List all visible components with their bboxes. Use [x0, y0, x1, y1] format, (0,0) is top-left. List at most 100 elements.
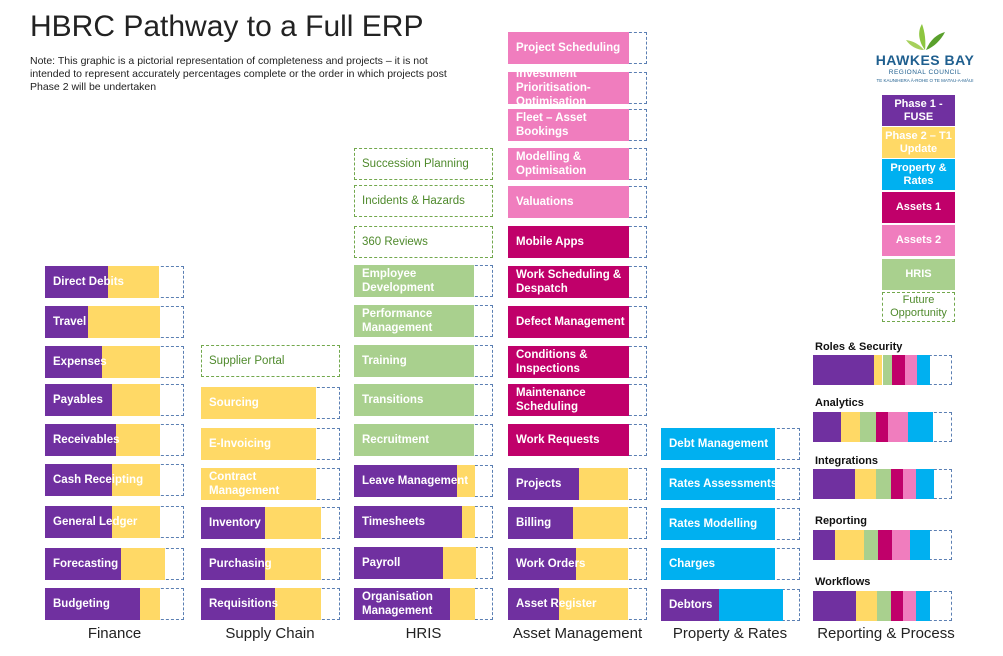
hris-fill — [354, 384, 474, 416]
item-billing: Billing — [508, 507, 647, 539]
reporting-bar-roles-security — [813, 355, 952, 385]
p2-segment — [835, 530, 865, 560]
a1-segment — [890, 469, 904, 499]
phase1-fill — [45, 464, 112, 496]
hr-segment — [860, 412, 876, 442]
reporting-bar-integrations — [813, 469, 952, 499]
item-label: Valuations — [516, 196, 574, 208]
phase1-fill — [508, 588, 560, 620]
item-projects: Projects — [508, 468, 647, 500]
item-label: Expenses — [53, 356, 107, 368]
item-work-scheduling-despatch: Work Scheduling & Despatch — [508, 266, 647, 298]
phase2-fill — [456, 465, 475, 497]
property-fill — [661, 548, 775, 580]
p1-segment — [813, 591, 857, 621]
item-label: Requisitions — [209, 598, 279, 610]
phase2-fill — [576, 548, 628, 580]
item-mobile-apps: Mobile Apps — [508, 226, 647, 258]
phase2-fill — [101, 346, 161, 378]
item-payables: Payables — [45, 384, 184, 416]
phase2-fill — [462, 506, 475, 538]
hris-fill — [354, 424, 474, 456]
p2-segment — [874, 355, 883, 385]
column-label-reporting-process: Reporting & Process — [817, 625, 955, 642]
reporting-title-workflows: Workflows — [815, 576, 871, 588]
item-label: Investment Prioritisation-Optimisation — [516, 68, 591, 108]
item-label: Asset Register — [516, 598, 597, 610]
item-rates-modelling: Rates Modelling — [661, 508, 800, 540]
a2-segment — [903, 469, 916, 499]
item-label: Forecasting — [53, 558, 119, 570]
item-project-scheduling: Project Scheduling — [508, 32, 647, 64]
item-work-orders: Work Orders — [508, 548, 647, 580]
item-outline — [354, 148, 493, 180]
phase2-fill — [201, 468, 317, 500]
phase1-fill — [201, 588, 275, 620]
pr-segment — [915, 469, 934, 499]
item-inventory: Inventory — [201, 507, 340, 539]
assets1-fill — [508, 226, 629, 258]
phase1-fill — [201, 548, 265, 580]
item-organisation-management: Organisation Management — [354, 588, 493, 620]
item-label: Projects — [516, 478, 562, 490]
item-label: Billing — [516, 517, 552, 529]
item-payroll: Payroll — [354, 547, 493, 579]
item-label: Rates Modelling — [669, 518, 758, 530]
property-fill — [661, 508, 775, 540]
item-label: Receivables — [53, 434, 120, 446]
item-label: Organisation Management — [362, 591, 433, 617]
item-label: E-Invoicing — [209, 438, 271, 450]
column-label-hris: HRIS — [405, 625, 442, 642]
assets1-fill — [508, 424, 629, 456]
phase2-fill — [201, 428, 317, 460]
item-label: Mobile Apps — [516, 236, 584, 248]
column-label-finance: Finance — [87, 625, 142, 642]
property-fill — [661, 428, 775, 460]
reporting-bar-workflows — [813, 591, 952, 621]
item-label: Travel — [53, 316, 87, 328]
item-label: Employee Development — [362, 268, 435, 294]
phase2-fill — [578, 468, 628, 500]
reporting-bar-reporting — [813, 530, 952, 560]
assets2-fill — [508, 148, 629, 180]
phase1-fill — [201, 507, 265, 539]
item-defect-management: Defect Management — [508, 306, 647, 338]
item-valuations: Valuations — [508, 186, 647, 218]
phase2-fill — [264, 507, 321, 539]
item-asset-register: Asset Register — [508, 588, 647, 620]
phase1-fill — [45, 346, 102, 378]
item-work-requests: Work Requests — [508, 424, 647, 456]
page-title: HBRC Pathway to a Full ERP — [30, 10, 424, 43]
item-succession-planning: Succession Planning — [354, 148, 493, 180]
phase1-fill — [45, 506, 112, 538]
item-label: Payables — [53, 394, 103, 406]
hr-segment — [882, 355, 893, 385]
hr-segment — [864, 530, 879, 560]
a1-segment — [878, 530, 893, 560]
assets1-fill — [508, 384, 629, 416]
phase2-fill — [559, 588, 628, 620]
item-label: Training — [362, 355, 407, 367]
a2-segment — [888, 412, 908, 442]
item-label: Modelling & Optimisation — [516, 151, 587, 177]
phase1-fill — [45, 384, 112, 416]
item-charges: Charges — [661, 548, 800, 580]
item-label: Purchasing — [209, 558, 272, 570]
property-fill — [661, 468, 775, 500]
assets1-fill — [508, 346, 629, 378]
item-incidents-hazards: Incidents & Hazards — [354, 185, 493, 217]
logo-maori-name: TE KAUNIHERA Ā-ROHE O TE MATAU-A-MĀUI — [876, 78, 974, 83]
item-label: Incidents & Hazards — [362, 195, 465, 207]
legend-hris: HRIS — [882, 259, 955, 290]
item-e-invoicing: E-Invoicing — [201, 428, 340, 460]
phase2-fill — [121, 548, 165, 580]
phase2-fill — [201, 387, 317, 419]
phase1-fill — [508, 468, 579, 500]
hris-fill — [354, 265, 474, 297]
phase2-fill — [107, 266, 159, 298]
item-label: Fleet – Asset Bookings — [516, 112, 587, 138]
item-requisitions: Requisitions — [201, 588, 340, 620]
item-employee-development: Employee Development — [354, 265, 493, 297]
legend-assets-2: Assets 2 — [882, 225, 955, 256]
a2-segment — [904, 355, 918, 385]
